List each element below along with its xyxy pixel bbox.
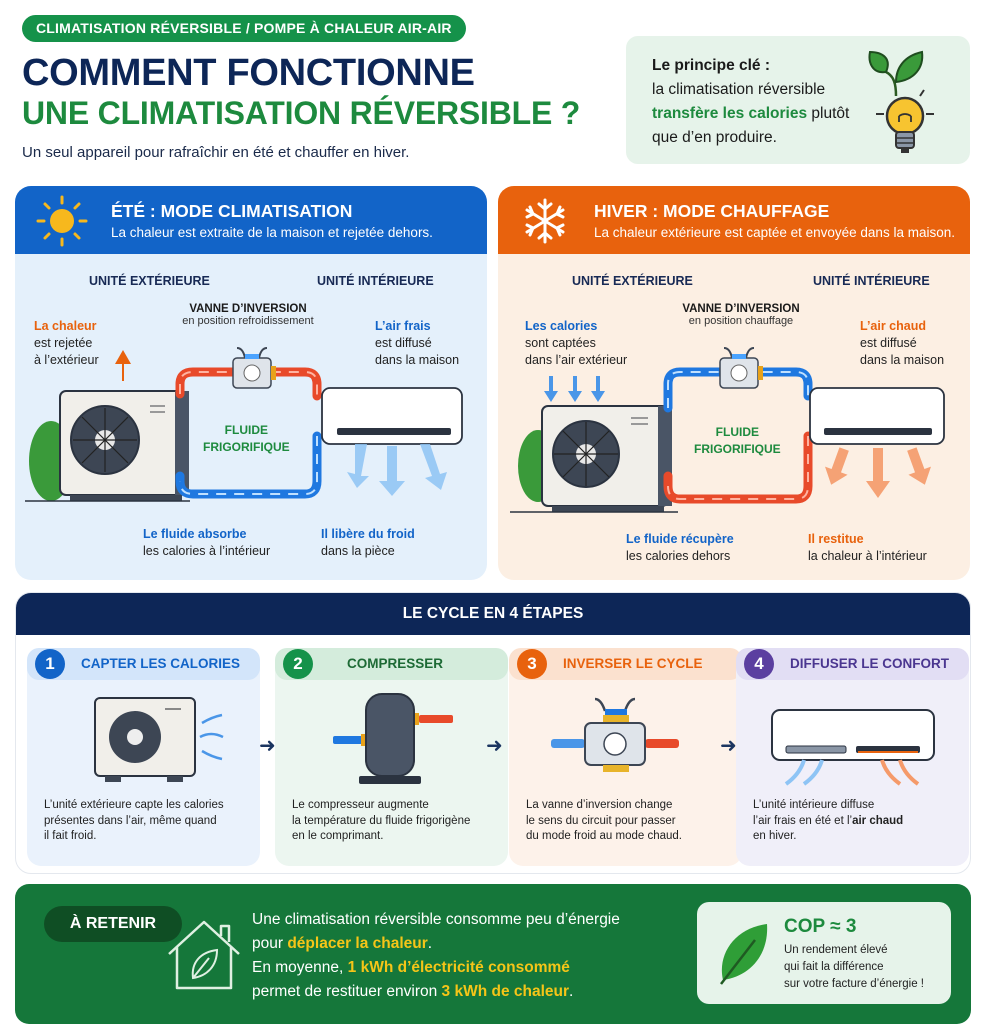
step-4-diffuse: 4 DIFFUSER LE CONFORT L’unité intérieure … <box>736 648 969 866</box>
principle-text: que d’en produire. <box>652 129 777 146</box>
step-title: CAPTER LES CALORIES <box>81 656 241 671</box>
principle-text: plutôt <box>807 105 850 122</box>
outdoor-unit-label: UNITÉ EXTÉRIEURE <box>89 274 210 288</box>
step-number: 3 <box>517 649 547 679</box>
summer-subtitle: La chaleur est extraite de la maison et … <box>111 225 433 240</box>
principle-box: Le principe clé : la climatisation réver… <box>626 36 970 164</box>
winter-header: HIVER : MODE CHAUFFAGE La chaleur extéri… <box>498 186 970 254</box>
principle-text: la climatisation réversible <box>652 81 826 98</box>
indoor-unit-icon <box>771 709 935 786</box>
step-number: 4 <box>744 649 774 679</box>
arrow-right-icon: ➜ <box>259 735 276 757</box>
outdoor-unit-icon <box>94 697 224 782</box>
step-1-capture: 1 CAPTER LES CALORIES L’unité extérieure … <box>27 648 260 866</box>
step-number: 2 <box>283 649 313 679</box>
snowflake-icon <box>518 194 572 248</box>
arrow-right-icon: ➜ <box>720 735 737 757</box>
indoor-unit-label: UNITÉ INTÉRIEURE <box>317 274 434 288</box>
winter-subtitle: La chaleur extérieure est captée et envo… <box>594 225 955 240</box>
step-title: COMPRESSER <box>347 656 444 671</box>
leaf-icon <box>866 46 926 98</box>
step-3-invert: 3 INVERSER LE CYCLE La vanne d’inversion … <box>509 648 742 866</box>
retenir-text: Une climatisation réversible consomme pe… <box>252 911 620 1000</box>
cycle-title: LE CYCLE EN 4 ÉTAPES <box>16 593 970 635</box>
indoor-unit-label: UNITÉ INTÉRIEURE <box>813 274 930 288</box>
leaf-icon <box>720 924 768 985</box>
house-leaf-icon <box>168 920 240 990</box>
winter-title: HIVER : MODE CHAUFFAGE <box>594 201 830 221</box>
page-title-line2: UNE CLIMATISATION RÉVERSIBLE ? <box>22 95 581 131</box>
arrow-right-icon: ➜ <box>486 735 503 757</box>
cop-title: COP ≈ 3 <box>784 916 857 937</box>
retenir-badge: À RETENIR <box>44 906 182 942</box>
compressor-icon <box>333 693 453 784</box>
category-pill: CLIMATISATION RÉVERSIBLE / POMPE À CHALE… <box>22 15 466 42</box>
cycle-section: LE CYCLE EN 4 ÉTAPES 1 CAPTER LES CALORIE… <box>15 592 971 874</box>
principle-heading: Le principe clé : <box>652 57 771 74</box>
summer-title: ÉTÉ : MODE CLIMATISATION <box>111 201 353 221</box>
principle-highlight: transfère les calories <box>652 105 808 122</box>
outdoor-unit-label: UNITÉ EXTÉRIEURE <box>572 274 693 288</box>
page-subtitle: Un seul appareil pour rafraîchir en été … <box>22 144 410 161</box>
summer-circuit-diagram <box>25 347 463 502</box>
reversing-valve-icon <box>551 697 679 772</box>
sun-icon <box>35 194 89 248</box>
step-title: DIFFUSER LE CONFORT <box>790 656 949 671</box>
step-title: INVERSER LE CYCLE <box>563 656 703 671</box>
summer-mode-panel: ÉTÉ : MODE CLIMATISATION La chaleur est … <box>15 186 487 580</box>
winter-mode-panel: HIVER : MODE CHAUFFAGE La chaleur extéri… <box>498 186 970 580</box>
page-title-line1: COMMENT FONCTIONNE <box>22 52 475 94</box>
key-takeaway-section: À RETENIR Une climatisation réversible c… <box>15 884 971 1024</box>
winter-circuit-diagram <box>510 347 945 513</box>
step-number: 1 <box>35 649 65 679</box>
lightbulb-icon <box>874 86 936 158</box>
summer-header: ÉTÉ : MODE CLIMATISATION La chaleur est … <box>15 186 487 254</box>
